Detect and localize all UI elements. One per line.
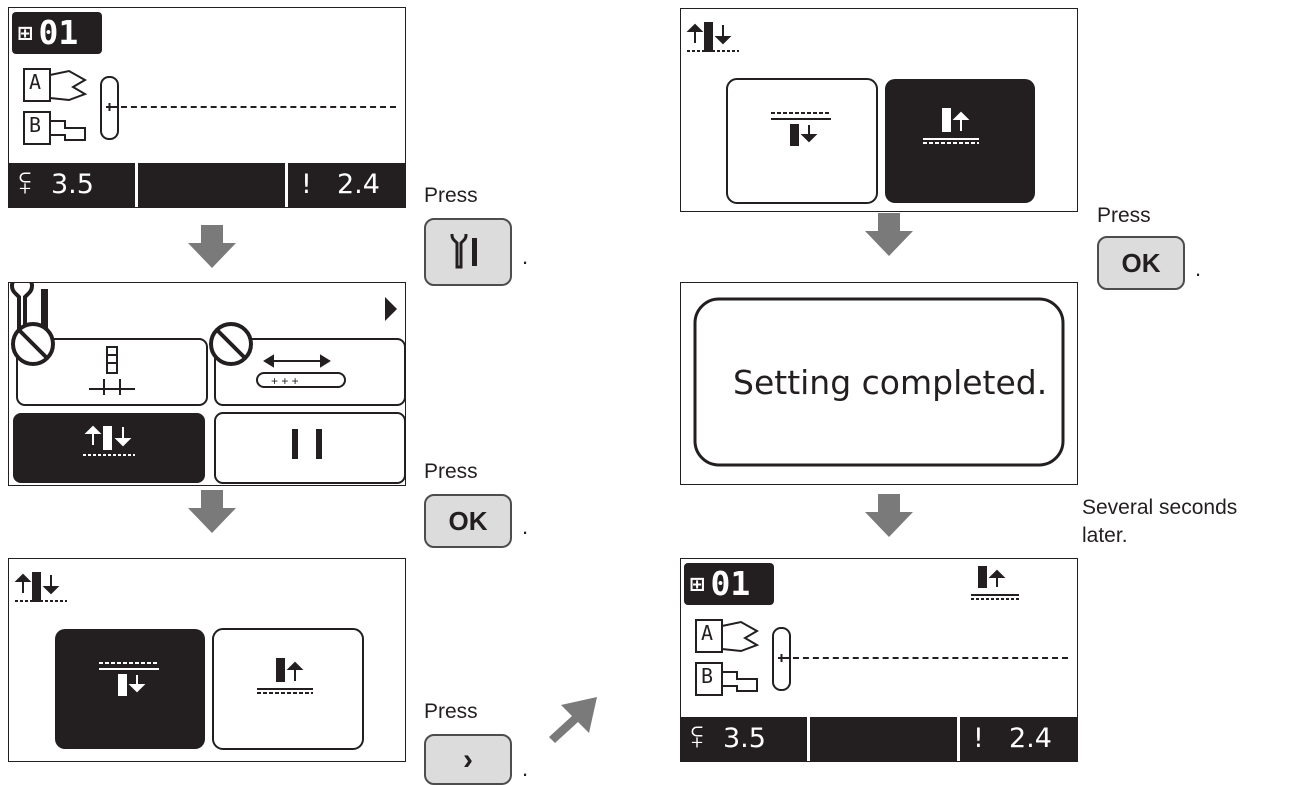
twin-needle-icon: [292, 429, 322, 459]
settings-key[interactable]: [424, 218, 512, 286]
needle-up-down-icon: [14, 572, 67, 602]
stitch-width-icon: ⪿: [691, 723, 703, 754]
divider: [957, 717, 960, 761]
down-arrow-icon: [188, 490, 236, 533]
prohibited-icon: [209, 322, 253, 366]
needle-up-down-icon: [686, 22, 739, 52]
needle-position-a-icon: [695, 619, 723, 653]
step4-press-label: Press: [1097, 204, 1151, 227]
foot-a-icon: [49, 69, 88, 102]
pattern-grid-icon: ⊞: [690, 570, 705, 598]
ok-key[interactable]: OK: [424, 494, 512, 548]
foot-a-icon: [721, 620, 760, 653]
stitch-preview: [695, 566, 1019, 696]
option-needle-down-selected: [55, 629, 205, 749]
completion-message: Setting completed.: [733, 363, 1048, 402]
right-arrow-icon: [385, 297, 397, 321]
down-arrow-icon: [865, 213, 913, 256]
ok-key[interactable]: OK: [1097, 236, 1185, 290]
status-bar: ⪿ 3.5 ! 2.4: [681, 717, 1077, 761]
divider: [285, 163, 288, 207]
needle-position-b-icon: [695, 662, 723, 696]
menu-tile-twin-needle: [214, 412, 406, 484]
needle-stop-icon: [83, 425, 135, 456]
option-needle-down: [726, 78, 878, 204]
stitch-width-value: 3.5: [723, 723, 766, 754]
step3-period: .: [522, 756, 529, 781]
foot-b-icon: [50, 120, 86, 141]
stitch-length-icon: !: [973, 723, 984, 754]
pattern-grid-icon: ⊞: [18, 19, 33, 47]
lcd-settings-menu: + + +: [8, 282, 406, 486]
lcd-home-screen-final: ⊞01 A B ⪿ 3.5 ! 2.4: [680, 558, 1078, 762]
option-needle-up-selected: [885, 79, 1035, 203]
down-arrow-icon: [865, 494, 913, 537]
stitch-line: [111, 106, 396, 108]
message-box: [693, 297, 1065, 467]
stitch-width-icon: ⪿: [19, 169, 31, 200]
stitch-length-value: 2.4: [1009, 723, 1052, 754]
lcd-home-screen: ⊞01 A B ⪿ 3.5 ! 2.4: [8, 7, 406, 208]
presser-foot-icon: [89, 346, 135, 395]
settings-wrench-icon: [10, 283, 48, 333]
step1-period: .: [522, 244, 529, 269]
right-key[interactable]: ›: [424, 734, 512, 785]
status-bar: ⪿ 3.5 ! 2.4: [9, 163, 405, 207]
needle-stop-up-icon: [257, 658, 313, 694]
delay-note: Several seconds later.: [1082, 496, 1238, 547]
step3-press-label: Press: [424, 700, 478, 723]
needle-stop-up-icon: [923, 108, 979, 144]
next-step-arrow-icon: [549, 697, 597, 743]
lcd-needle-stop-down: [8, 558, 406, 762]
step1-press-label: Press: [424, 184, 478, 207]
foot-b-icon: [722, 671, 758, 692]
divider: [807, 717, 810, 761]
svg-text:+ + +: + + +: [271, 374, 299, 388]
stitch-line: [783, 657, 1068, 659]
down-arrow-icon: [188, 225, 236, 268]
stitch-preview: [23, 68, 119, 145]
pattern-number-badge: ⊞01: [684, 563, 774, 605]
prohibited-icon: [11, 322, 55, 366]
needle-stop-up-icon: [971, 566, 1019, 600]
pattern-number-badge: ⊞01: [12, 12, 102, 54]
reverse-stitch-icon: + + +: [256, 354, 346, 388]
lcd-setting-completed: Setting completed.: [680, 282, 1078, 485]
step4-period: .: [1195, 256, 1202, 281]
settings-wrench-icon: [450, 234, 477, 269]
step2-period: .: [522, 514, 529, 539]
needle-stop-down-icon: [99, 662, 159, 696]
needle-position-b-icon: [23, 111, 51, 145]
stitch-length-icon: !: [301, 169, 312, 200]
needle-stop-down-icon: [771, 112, 831, 146]
lcd-needle-stop-up: [680, 8, 1078, 212]
needle-position-a-icon: [23, 68, 51, 102]
step2-press-label: Press: [424, 460, 478, 483]
stitch-width-value: 3.5: [51, 169, 94, 200]
divider: [135, 163, 138, 207]
stitch-length-value: 2.4: [337, 169, 380, 200]
